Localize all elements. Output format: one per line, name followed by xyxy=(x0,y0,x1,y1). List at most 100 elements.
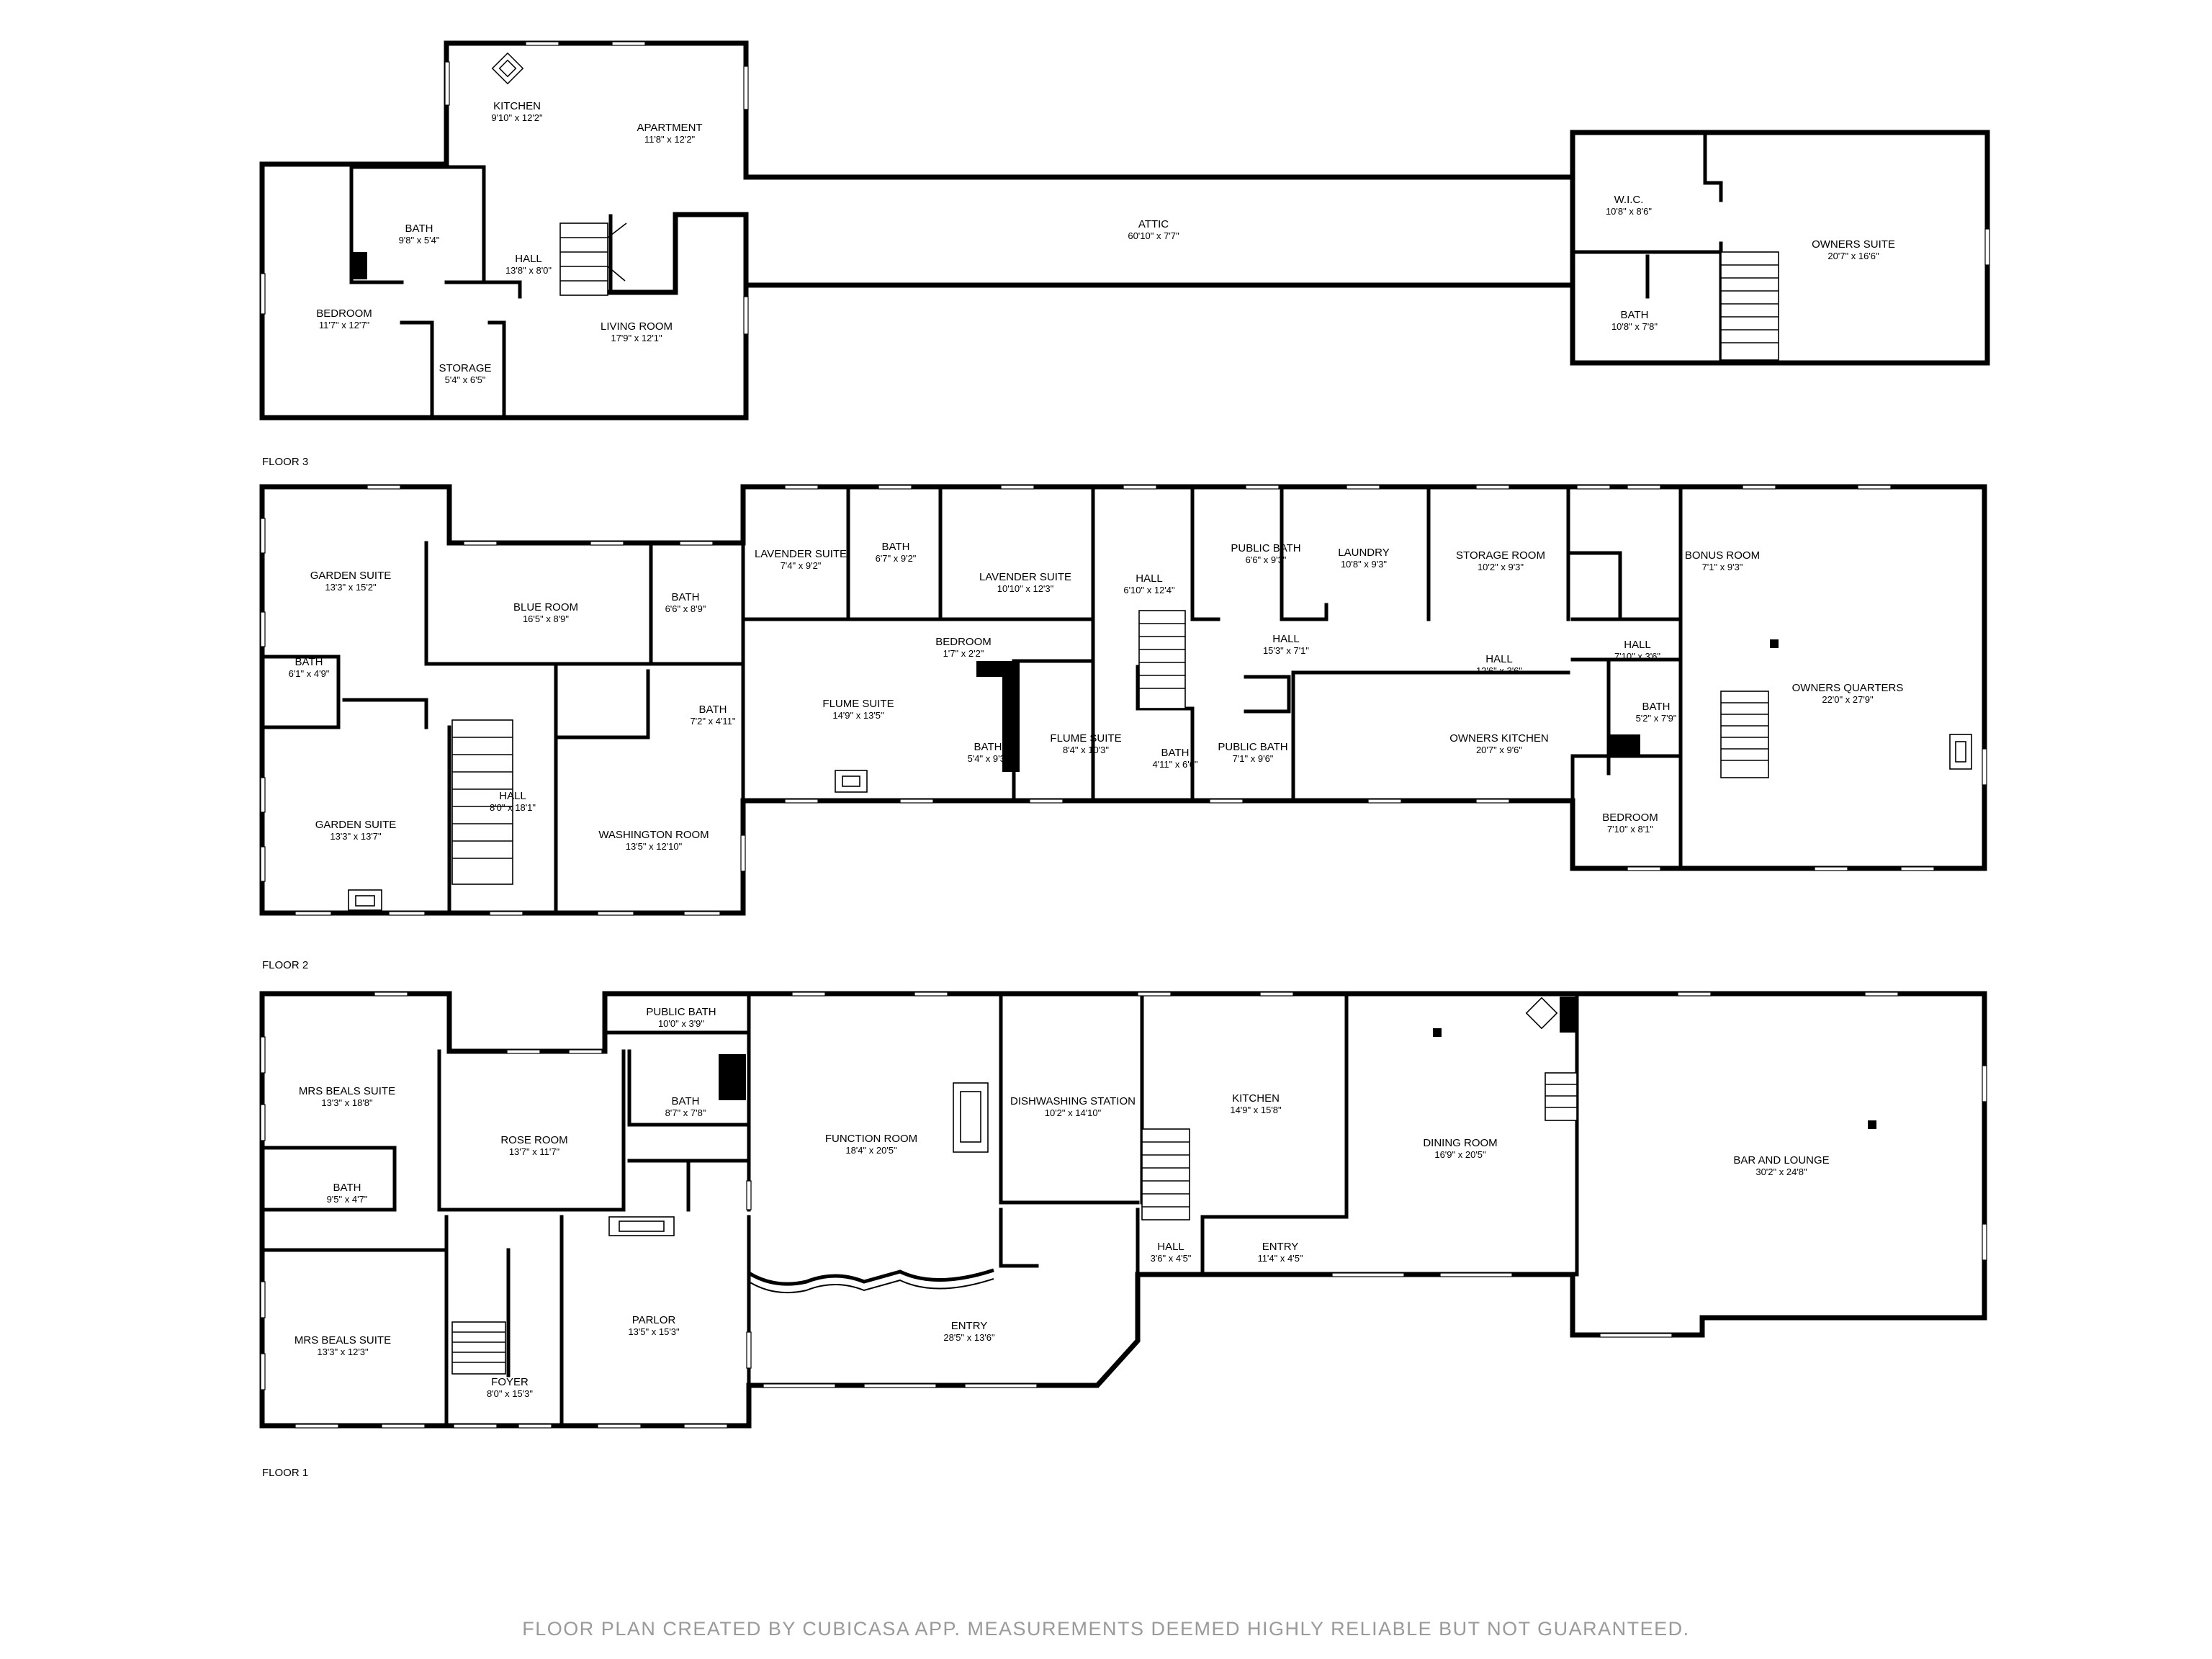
room-dimensions: 15'3" x 7'1" xyxy=(1263,645,1309,656)
room-name: STORAGE ROOM xyxy=(1456,549,1545,562)
floor-label: FLOOR 3 xyxy=(262,456,308,468)
room-name: PARLOR xyxy=(632,1314,676,1326)
room-name: BATH xyxy=(1161,747,1190,759)
room-name: LAVENDER SUITE xyxy=(755,548,847,560)
floor-3-plan xyxy=(259,40,1990,421)
room-dimensions: 12'6" x 3'6" xyxy=(1476,665,1522,676)
room-label: W.I.C.10'8" x 8'6" xyxy=(1606,194,1652,217)
room-dimensions: 3'6" x 4'5" xyxy=(1151,1253,1192,1264)
room-name: DINING ROOM xyxy=(1423,1137,1497,1149)
room-name: HALL xyxy=(499,790,526,802)
room-name: FLUME SUITE xyxy=(1050,732,1121,745)
room-dimensions: 13'3" x 15'2" xyxy=(325,582,377,593)
room-dimensions: 10'8" x 8'6" xyxy=(1606,206,1652,217)
room-name: W.I.C. xyxy=(1614,194,1644,206)
room-dimensions: 28'5" x 13'6" xyxy=(943,1332,995,1343)
room-dimensions: 9'8" x 5'4" xyxy=(399,235,440,246)
room-name: ATTIC xyxy=(1138,218,1169,230)
room-name: PUBLIC BATH xyxy=(646,1006,716,1018)
room-name: ENTRY xyxy=(1262,1241,1299,1253)
room-dimensions: 8'0" x 18'1" xyxy=(490,802,536,813)
room-dimensions: 10'0" x 3'9" xyxy=(658,1018,704,1029)
room-name: BEDROOM xyxy=(935,636,992,648)
room-name: ROSE ROOM xyxy=(500,1134,567,1146)
room-dimensions: 14'9" x 13'5" xyxy=(832,710,884,721)
room-dimensions: 4'11" x 6'6" xyxy=(1152,759,1197,770)
room-dimensions: 10'8" x 9'3" xyxy=(1341,559,1387,570)
room-name: BATH xyxy=(405,222,433,235)
room-dimensions: 13'8" x 8'0" xyxy=(505,265,552,276)
room-dimensions: 10'2" x 14'10" xyxy=(1045,1107,1102,1118)
room-name: BEDROOM xyxy=(1602,811,1658,824)
room-dimensions: 6'7" x 9'2" xyxy=(876,553,917,564)
room-name: WASHINGTON ROOM xyxy=(598,829,709,841)
room-dimensions: 6'6" x 8'9" xyxy=(665,603,706,614)
room-dimensions: 1'7" x 2'2" xyxy=(943,648,984,659)
room-dimensions: 7'1" x 9'6" xyxy=(1233,753,1274,764)
room-dimensions: 7'4" x 9'2" xyxy=(781,560,822,571)
room-name: BATH xyxy=(295,656,323,668)
room-dimensions: 11'8" x 12'2" xyxy=(644,134,696,145)
room-dimensions: 11'7" x 12'7" xyxy=(319,320,370,331)
room-name: FUNCTION ROOM xyxy=(825,1133,917,1145)
room-dimensions: 6'6" x 9'3" xyxy=(1246,554,1287,565)
room-dimensions: 30'2" x 24'8" xyxy=(1755,1166,1807,1177)
room-name: DISHWASHING STATION xyxy=(1010,1095,1136,1107)
room-name: HALL xyxy=(1136,572,1163,585)
room-name: KITCHEN xyxy=(493,100,541,112)
room-dimensions: 14'9" x 15'8" xyxy=(1230,1105,1282,1115)
room-name: HALL xyxy=(1485,653,1513,665)
room-dimensions: 8'4" x 10'3" xyxy=(1063,745,1109,755)
room-name: BONUS ROOM xyxy=(1685,549,1760,562)
room-name: LIVING ROOM xyxy=(601,320,673,333)
room-dimensions: 6'10" x 12'4" xyxy=(1123,585,1175,595)
room-dimensions: 13'3" x 13'7" xyxy=(330,831,382,842)
room-name: MRS BEALS SUITE xyxy=(299,1085,395,1097)
room-name: MRS BEALS SUITE xyxy=(295,1334,391,1346)
room-dimensions: 11'4" x 4'5" xyxy=(1257,1253,1303,1264)
room-name: BAR AND LOUNGE xyxy=(1733,1154,1829,1166)
room-name: BATH xyxy=(672,591,700,603)
room-name: BATH xyxy=(882,541,910,553)
room-name: FLUME SUITE xyxy=(822,698,894,710)
room-dimensions: 5'4" x 6'5" xyxy=(445,374,486,385)
room-name: BLUE ROOM xyxy=(513,601,578,613)
room-name: BATH xyxy=(699,703,727,716)
room-dimensions: 17'9" x 12'1" xyxy=(611,333,662,343)
